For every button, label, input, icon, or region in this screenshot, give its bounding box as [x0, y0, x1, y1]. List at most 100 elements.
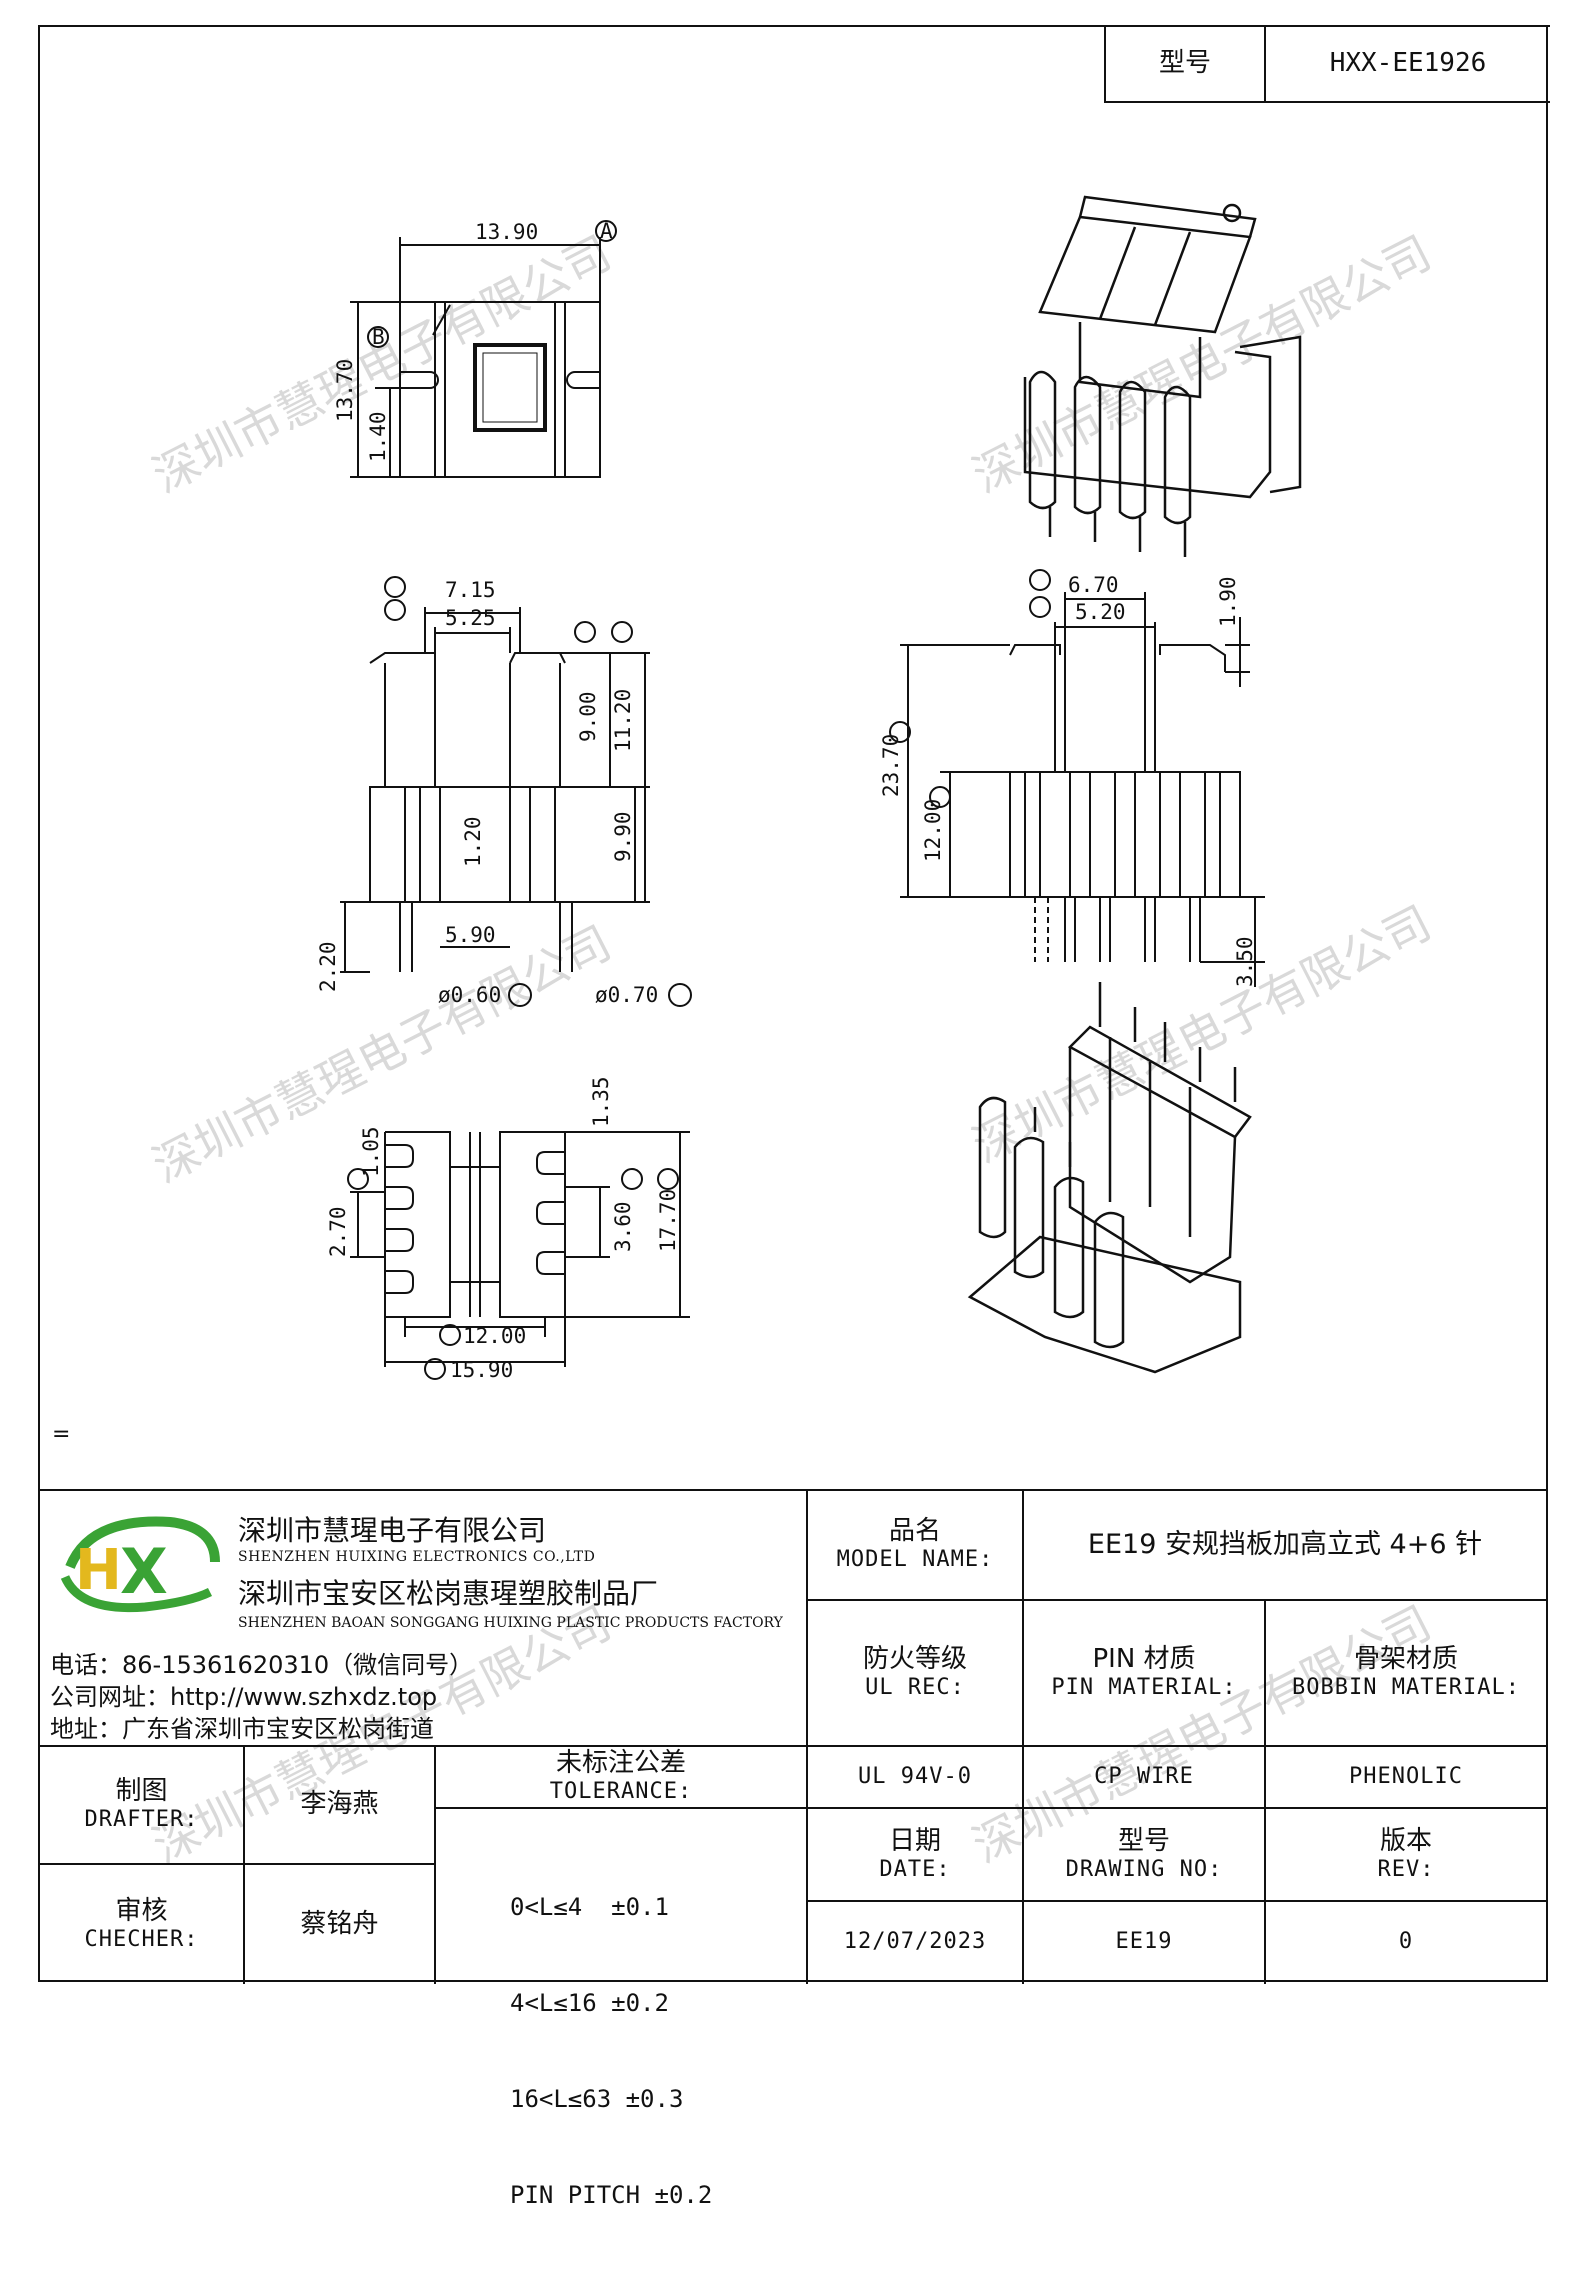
- grid-line: [40, 1745, 1546, 1747]
- dim-side-c: 7.15: [445, 578, 496, 602]
- dim-side-h2: 11.20: [611, 689, 635, 752]
- grid-line: [806, 1599, 1546, 1601]
- dim-front-l: 5.20: [1075, 600, 1126, 624]
- dim-front-pin: 3.50: [1233, 936, 1257, 987]
- tolerance-cn: 未标注公差: [555, 1748, 686, 1779]
- factory-name-cn: 深圳市宝安区松岗惠瑆塑胶制品厂: [238, 1577, 659, 1610]
- dim-top-width: 13.90: [475, 220, 538, 244]
- grid-line: [243, 1863, 434, 1865]
- grid-line: [806, 1900, 1546, 1902]
- dim-bottom-p: 12.00: [463, 1324, 526, 1348]
- dim-bottom-q: 3.60: [611, 1201, 635, 1252]
- header-model-box: 型号 HXX-EE1926: [1104, 25, 1550, 103]
- company-address: 地址：广东省深圳市宝安区松岗街道: [50, 1715, 434, 1743]
- drawing-no-value: EE19: [1115, 1928, 1173, 1954]
- company-website: 公司网址：http://www.szhxdz.top: [50, 1683, 438, 1711]
- dim-front-total: 23.70: [879, 734, 903, 797]
- title-block-top-border: [40, 1489, 1546, 1491]
- grid-line: [1022, 1489, 1024, 1984]
- drawing-sheet: 型号 HXX-EE1926 深圳市慧瑆电子有限公司 深圳市慧瑆电子有限公司 深圳…: [38, 25, 1550, 2209]
- dim-top-width-tag: A: [600, 219, 613, 243]
- dim-side-h1: 9.00: [576, 691, 600, 742]
- bobbin-material-value: PHENOLIC: [1349, 1763, 1463, 1789]
- drawing-no-label: 型号 DRAWING NO:: [1024, 1809, 1264, 1900]
- ul-rec-value: UL 94V-0: [858, 1763, 972, 1789]
- side-view: [340, 577, 691, 1006]
- header-model-label: 型号: [1106, 27, 1266, 101]
- grid-line: [40, 1863, 243, 1865]
- grid-line: [806, 1489, 808, 1984]
- grid-line: [1264, 1599, 1266, 1984]
- dim-side-wall: 1.20: [461, 816, 485, 867]
- tolerance-en: TOLERANCE:: [549, 1779, 693, 1805]
- checker-en: CHECHER:: [84, 1926, 199, 1952]
- date-cn: 日期: [888, 1825, 941, 1856]
- grid-line: [806, 1807, 1546, 1809]
- pin-material-cn: PIN 材质: [1092, 1644, 1196, 1675]
- bottom-view: [348, 1132, 690, 1379]
- company-phone: 电话：86-15361620310（微信同号）: [50, 1651, 474, 1679]
- logo-letter-h: H: [75, 1538, 122, 1603]
- rev-value: 0: [1398, 1928, 1414, 1954]
- drafter-cn: 制图: [115, 1776, 168, 1807]
- dim-bottom-o: 2.70: [326, 1206, 350, 1257]
- ul-rec-label: 防火等级 UL REC:: [808, 1601, 1022, 1745]
- drafter-label: 制图 DRAFTER:: [40, 1747, 243, 1863]
- company-name-cn: 深圳市慧瑆电子有限公司: [238, 1514, 547, 1547]
- isometric-view-bottom: [970, 982, 1250, 1372]
- dim-side-pin-len: 2.20: [316, 941, 340, 992]
- model-name-label: 品名 MODEL NAME:: [808, 1491, 1022, 1599]
- dim-bottom-a: 1.05: [359, 1126, 383, 1177]
- bobbin-material-label: 骨架材质 BOBBIN MATERIAL:: [1266, 1601, 1546, 1745]
- dim-top-slot: 1.40: [366, 411, 390, 462]
- checker-cn: 审核: [115, 1895, 168, 1926]
- date-en: DATE:: [879, 1856, 951, 1882]
- dim-front-body: 12.00: [921, 799, 945, 862]
- isometric-view-top: [1025, 197, 1300, 557]
- dim-side-pin-h: ø0.70: [595, 983, 658, 1007]
- tolerance-label: 未标注公差 TOLERANCE:: [436, 1747, 806, 1807]
- dim-side-d: 5.25: [445, 606, 496, 630]
- dim-bottom-m: 15.90: [450, 1358, 513, 1382]
- company-logo: H X: [50, 1507, 230, 1617]
- pin-material-value: CP WIRE: [1094, 1763, 1194, 1789]
- factory-name-en: SHENZHEN BAOAN SONGGANG HUIXING PLASTIC …: [238, 1615, 783, 1631]
- dim-bottom-b: 1.35: [589, 1076, 613, 1127]
- company-name-en: SHENZHEN HUIXING ELECTRONICS CO.,LTD: [238, 1549, 596, 1565]
- rev-label: 版本 REV:: [1266, 1809, 1546, 1900]
- pin-material-en: PIN MATERIAL:: [1051, 1675, 1237, 1701]
- top-view: [350, 221, 616, 477]
- dim-front-k: 6.70: [1068, 573, 1119, 597]
- dim-front-top: 1.90: [1216, 576, 1240, 627]
- model-name-en: MODEL NAME:: [836, 1547, 994, 1573]
- ul-rec-en: UL REC:: [865, 1675, 965, 1701]
- drawing-no-en: DRAWING NO:: [1065, 1856, 1223, 1882]
- grid-line: [434, 1807, 806, 1809]
- bobbin-material-cn: 骨架材质: [1353, 1644, 1458, 1675]
- tolerance-line: 4<L≤16 ±0.2: [510, 1989, 669, 2017]
- tolerance-table: 0<L≤4 ±0.1 4<L≤16 ±0.2 16<L≤63 ±0.3 PIN …: [510, 1827, 712, 2275]
- dim-top-height: 13.70: [333, 359, 357, 422]
- drawing-no-cn: 型号: [1117, 1825, 1170, 1856]
- ul-rec-cn: 防火等级: [862, 1644, 967, 1675]
- dim-side-h3: 9.90: [611, 811, 635, 862]
- front-view: [890, 570, 1265, 987]
- logo-letter-x: X: [120, 1535, 168, 1608]
- model-name-value: EE19 安规挡板加高立式 4+6 针: [1087, 1528, 1483, 1560]
- drafter-name: 李海燕: [300, 1789, 379, 1820]
- tolerance-line: 0<L≤4 ±0.1: [510, 1893, 669, 1921]
- stray-mark: =: [52, 1422, 71, 1447]
- date-value: 12/07/2023: [843, 1928, 987, 1954]
- dim-side-pin-g: ø0.60: [438, 983, 501, 1007]
- rev-cn: 版本: [1379, 1825, 1432, 1856]
- technical-drawing: 13.90 A B 13.70 1.40: [316, 27, 1550, 1382]
- rev-en: REV:: [1377, 1856, 1435, 1882]
- header-model-value: HXX-EE1926: [1329, 48, 1487, 79]
- drafter-en: DRAFTER:: [84, 1807, 199, 1833]
- pin-material-label: PIN 材质 PIN MATERIAL:: [1024, 1601, 1264, 1745]
- checker-label: 审核 CHECHER:: [40, 1865, 243, 1984]
- date-label: 日期 DATE:: [808, 1809, 1022, 1900]
- dim-side-base: 5.90: [445, 923, 496, 947]
- checker-name: 蔡铭舟: [300, 1908, 379, 1939]
- dim-bottom-n: 17.70: [656, 1189, 680, 1252]
